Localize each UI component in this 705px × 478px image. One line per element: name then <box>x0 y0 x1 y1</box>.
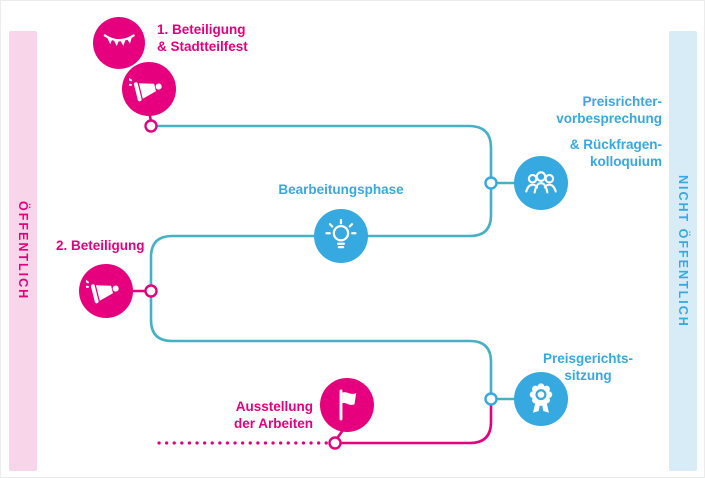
label-line: Ausstellung <box>235 399 313 414</box>
megaphone-icon <box>129 77 162 102</box>
label-line: vorbesprechung <box>556 111 662 126</box>
festival-garland-circle <box>93 17 145 69</box>
jury-people-icon <box>525 171 557 194</box>
exhibition-flag-circle <box>320 378 374 432</box>
jury-session-circle <box>514 372 568 426</box>
label-line: & Rückfragen- <box>569 137 662 152</box>
lightbulb-icon <box>325 218 357 249</box>
jury-meeting-circle <box>514 156 568 210</box>
megaphone-icon <box>86 279 119 304</box>
public-sidebar-label: ÖFFENTLICH <box>16 201 30 301</box>
megaphone-circle-2 <box>79 264 133 318</box>
node-beteiligung-2 <box>144 284 158 298</box>
label-line: 1. Beteiligung <box>157 22 246 37</box>
working-phase-circle <box>314 209 368 263</box>
label-beteiligung-2: 2. Beteiligung <box>56 237 196 254</box>
label-line: Preisgerichts- <box>542 351 634 366</box>
label-beteiligung-1: 1. Beteiligung & Stadtteilfest <box>157 21 327 55</box>
flag-icon <box>339 389 357 421</box>
label-line: Bearbeitungsphase <box>278 182 404 197</box>
label-bearbeitungsphase: Bearbeitungsphase <box>256 181 426 198</box>
node-beteiligung-1 <box>144 119 158 133</box>
public-sidebar: ÖFFENTLICH <box>9 31 37 471</box>
flow-line-segment-3 <box>149 295 493 395</box>
non-public-sidebar: NICHT ÖFFENTLICH <box>669 31 697 471</box>
label-line: der Arbeiten <box>233 416 313 431</box>
label-line: & Stadtteilfest <box>157 39 248 54</box>
label-line: 2. Beteiligung <box>56 238 145 253</box>
label-preisgerichtssitzung: Preisgerichts- sitzung <box>514 350 662 384</box>
non-public-sidebar-label: NICHT ÖFFENTLICH <box>676 174 690 328</box>
label-line: Preisrichter- <box>582 94 662 109</box>
label-ausstellung: Ausstellung der Arbeiten <box>181 398 313 432</box>
node-ausstellung <box>328 436 342 450</box>
flow-line-segment-1 <box>155 124 493 179</box>
megaphone-circle-1 <box>122 62 176 116</box>
label-line: sitzung <box>564 368 612 383</box>
label-preisrichtervorbesprechung: Preisrichter- vorbesprechung & Rückfrage… <box>496 93 662 170</box>
banner-garland-icon <box>103 34 135 46</box>
label-line: kolloquium <box>590 154 662 169</box>
node-jury-meeting <box>484 176 498 190</box>
medal-icon <box>529 383 553 413</box>
flow-line-segment-4 <box>339 403 493 445</box>
node-jury-session <box>484 392 498 406</box>
